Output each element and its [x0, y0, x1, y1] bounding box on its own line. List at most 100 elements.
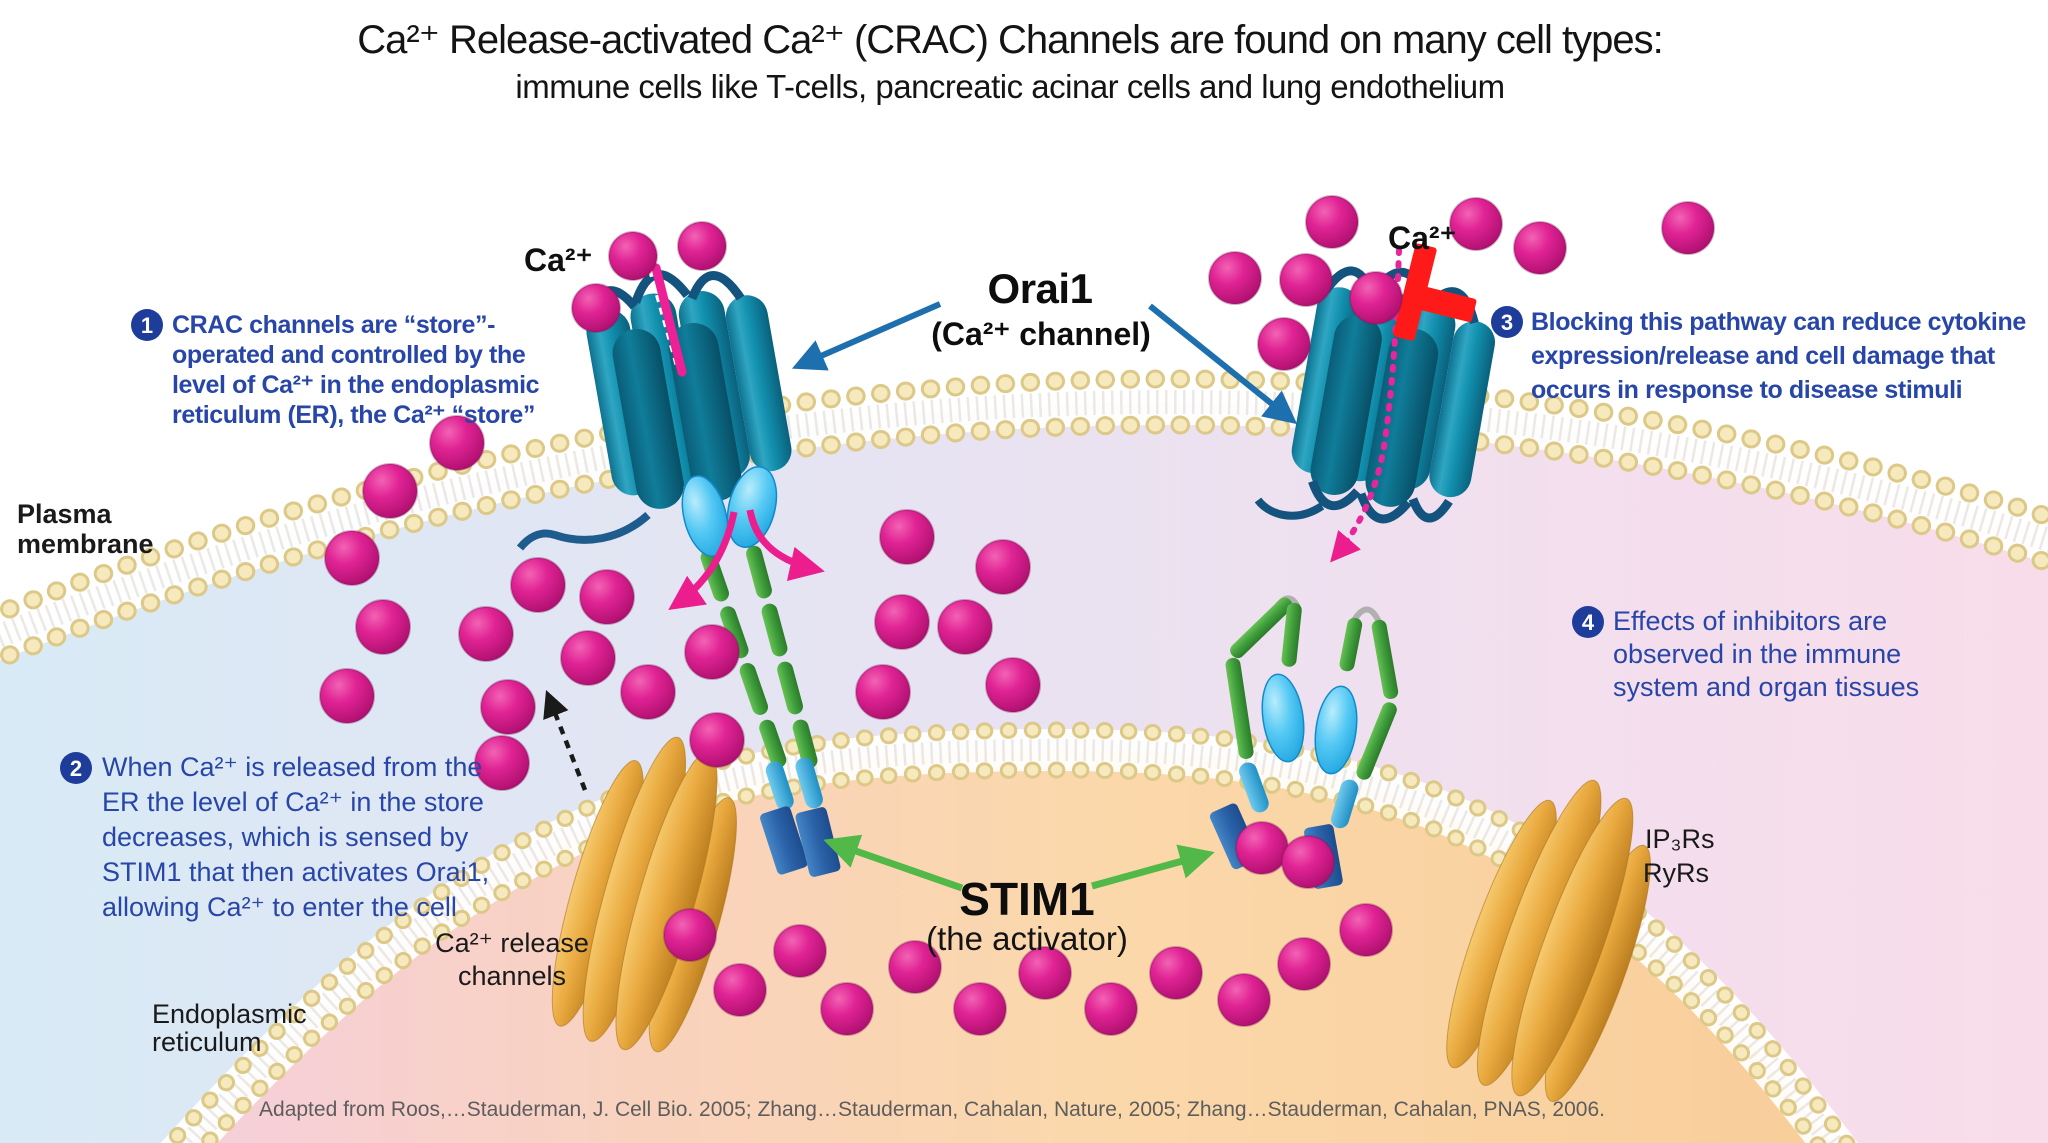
- blocked-ca-path: [1330, 247, 1402, 563]
- calcium-ion: [571, 283, 621, 333]
- svg-text:CRAC channels are “store”-: CRAC channels are “store”-: [172, 311, 495, 339]
- note4-badge: [1572, 606, 1604, 638]
- calcium-ion: [773, 924, 827, 978]
- calcium-ion: [937, 599, 993, 655]
- svg-text:decreases, which is sensed by: decreases, which is sensed by: [102, 822, 469, 852]
- calcium-ion: [1305, 195, 1359, 249]
- pointer-arrows: [791, 301, 1298, 892]
- svg-text:2: 2: [70, 756, 82, 781]
- ca-ion-label-right: Ca²⁺: [1388, 220, 1456, 256]
- note2-badge: [60, 752, 92, 784]
- calcium-ion: [684, 624, 740, 680]
- calcium-ion: [510, 557, 566, 613]
- svg-text:reticulum (ER), the Ca²⁺ “stor: reticulum (ER), the Ca²⁺ “store”: [172, 401, 535, 429]
- orai1-arrow-left: [791, 301, 942, 371]
- channel-loops: [1308, 479, 1453, 524]
- svg-text:3: 3: [1501, 310, 1513, 335]
- calcium-ion: [1149, 946, 1203, 1000]
- note-3: 3 Blocking this pathway can reduce cytok…: [1491, 306, 2027, 404]
- page-title: Ca²⁺ Release-activated Ca²⁺ (CRAC) Chann…: [357, 18, 1662, 62]
- orai1-label: Orai1: [988, 265, 1093, 312]
- calcium-ion: [1279, 253, 1333, 307]
- calcium-ion: [1277, 937, 1331, 991]
- calcium-ion: [879, 509, 935, 565]
- orai1-channel-left: [516, 263, 792, 551]
- calcium-ion: [1257, 317, 1311, 371]
- ca-entry-rod: [651, 263, 687, 377]
- calcium-ion: [1281, 835, 1335, 889]
- calcium-ion: [855, 664, 911, 720]
- stim1-cad-domains: [681, 466, 778, 557]
- ca-release-label2: channels: [458, 961, 566, 991]
- ryrs-label: RyRs: [1643, 858, 1709, 888]
- calcium-ion: [1018, 946, 1072, 1000]
- note-2: 2 When Ca²⁺ is released from the ER the …: [60, 752, 489, 922]
- stim1-arrow-right: [1091, 844, 1215, 890]
- stim1-sublabel: (the activator): [926, 920, 1128, 957]
- svg-text:When Ca²⁺ is released from the: When Ca²⁺ is released from the: [102, 752, 482, 782]
- note-1: 1 CRAC channels are “store”- operated an…: [131, 309, 540, 429]
- calcium-ion: [1084, 982, 1138, 1036]
- calcium-ion: [663, 908, 717, 962]
- page-subtitle: immune cells like T-cells, pancreatic ac…: [515, 68, 1504, 105]
- calcium-ion: [480, 679, 536, 735]
- er-label: Endoplasmic: [152, 999, 307, 1029]
- calcium-ion: [1661, 201, 1715, 255]
- calcium-ion: [677, 221, 727, 271]
- stim1-label: STIM1: [959, 873, 1094, 925]
- calcium-ion: [953, 982, 1007, 1036]
- ip3r-ryr-channel: [1446, 779, 1651, 1102]
- svg-text:occurs in response to disease: occurs in response to disease stimuli: [1531, 376, 1962, 404]
- svg-text:level of Ca²⁺ in the endoplasm: level of Ca²⁺ in the endoplasmic: [172, 371, 540, 399]
- calcium-ion: [560, 630, 616, 686]
- svg-text:4: 4: [1582, 610, 1595, 635]
- calcium-ion: [429, 415, 485, 471]
- calcium-ion: [579, 569, 635, 625]
- calcium-ion: [620, 664, 676, 720]
- ca-ion-label-left: Ca²⁺: [524, 242, 592, 278]
- ca-inflow-arrows: [668, 509, 825, 610]
- svg-text:Effects of inhibitors are: Effects of inhibitors are: [1613, 606, 1887, 636]
- calcium-ion: [355, 599, 411, 655]
- svg-text:operated and controlled by the: operated and controlled by the: [172, 341, 526, 369]
- calcium-ion: [362, 463, 418, 519]
- calcium-ion: [689, 712, 745, 768]
- calcium-ion: [458, 606, 514, 662]
- ca-path-dashes: [648, 269, 680, 371]
- calcium-ion: [1449, 197, 1503, 251]
- note-4: 4 Effects of inhibitors are observed in …: [1572, 606, 1919, 702]
- calcium-ion: [1235, 821, 1289, 875]
- plasma-membrane-label: Plasma: [17, 499, 113, 529]
- svg-text:system and organ tissues: system and organ tissues: [1613, 672, 1919, 702]
- calcium-ion: [874, 594, 930, 650]
- svg-text:1: 1: [141, 313, 153, 338]
- calcium-ions: [319, 195, 1715, 1036]
- calcium-ion: [1208, 251, 1262, 305]
- svg-text:expression/release and cell da: expression/release and cell damage that: [1531, 342, 1996, 370]
- channel-tail: [1254, 497, 1325, 520]
- svg-text:observed in the immune: observed in the immune: [1613, 639, 1901, 669]
- svg-text:Blocking this pathway can redu: Blocking this pathway can reduce cytokin…: [1531, 308, 2026, 336]
- calcium-ion: [820, 982, 874, 1036]
- orai1-channel-right: [1254, 243, 1496, 563]
- ca-release-label: Ca²⁺ release: [435, 928, 589, 958]
- calcium-ion: [1349, 271, 1403, 325]
- citation-footer: Adapted from Roos,…Stauderman, J. Cell B…: [259, 1098, 1605, 1121]
- er-label2: reticulum: [152, 1027, 262, 1057]
- plasma-membrane-label2: membrane: [17, 529, 154, 559]
- calcium-ion: [985, 657, 1041, 713]
- orai1-arrow-right: [1148, 303, 1298, 425]
- calcium-ion: [319, 668, 375, 724]
- calcium-ion: [608, 231, 658, 281]
- note3-badge: [1491, 306, 1523, 338]
- calcium-ion: [1339, 903, 1393, 957]
- channel-tail: [516, 511, 651, 551]
- svg-text:STIM1 that then activates Orai: STIM1 that then activates Orai1,: [102, 857, 489, 887]
- orai1-sublabel: (Ca²⁺ channel): [931, 316, 1151, 352]
- stim1-arrow-left: [823, 834, 964, 892]
- inhibitor-block-icon: [1393, 243, 1477, 341]
- calcium-ion: [713, 963, 767, 1017]
- ip3rs-label: IP₃Rs: [1645, 824, 1715, 854]
